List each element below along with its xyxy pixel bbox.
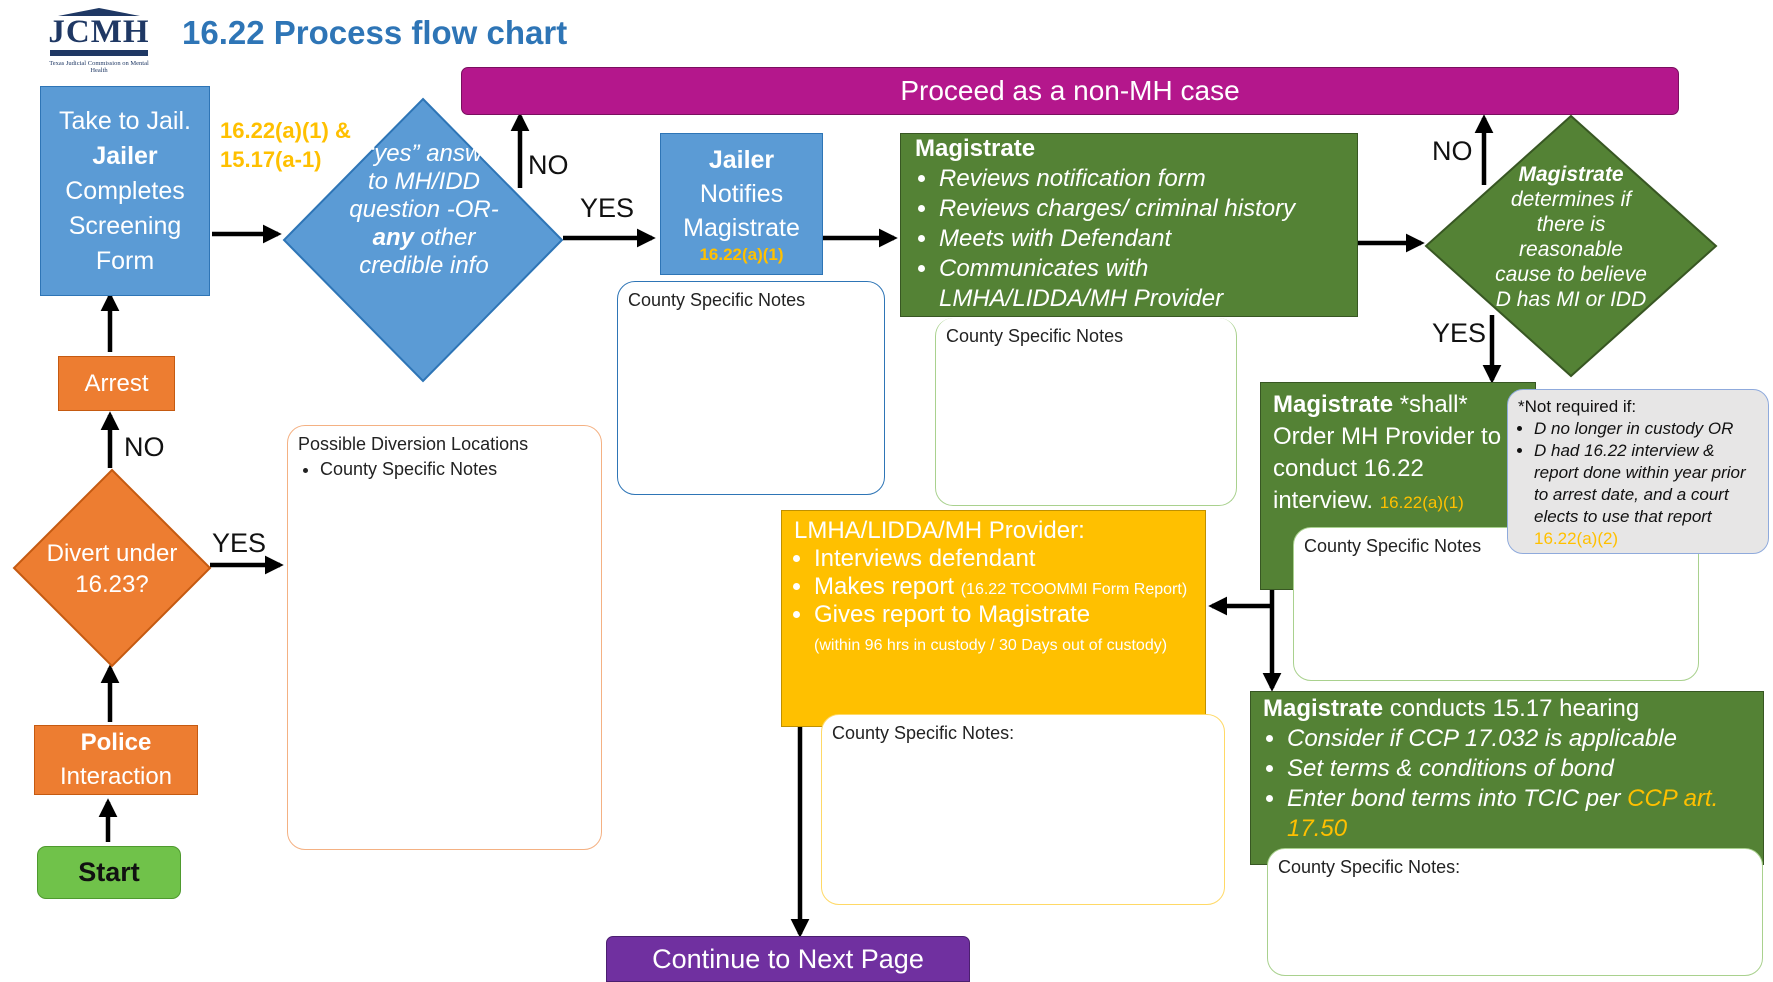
notify-line2: Notifies Magistrate [683,180,800,242]
question-line2: other credible info [359,224,489,279]
order-shall: *shall* [1399,391,1468,418]
provider-title: LMHA/LIDDA/MH Provider: [794,517,1085,544]
edge-label-no-determines: NO [1432,136,1473,166]
hearing-county-notes-label: County Specific Notes: [1278,857,1461,877]
jail-citation: 16.22(a)(1) & 15.17(a-1) [220,118,351,172]
hearing-item-1: Consider if CCP 17.032 is applicable [1287,724,1751,754]
order-county-notes-label: County Specific Notes [1304,536,1482,556]
police-label-bold: Police [80,729,152,756]
hearing-heading: Magistrate conducts 15.17 hearing [1263,694,1751,724]
provider-item-2-text: Makes report [814,573,955,600]
police-label: Interaction [59,763,173,790]
review-item-2: Reviews charges/ criminal history [939,194,1343,224]
mh-idd-question-label: A “yes” answer to MH/IDD question -OR- a… [333,140,515,280]
jcmh-logo-graphic [50,8,148,56]
question-any: any [372,224,414,251]
police-interaction-node: Police Interaction [34,725,198,795]
jail-screening-node: Take to Jail. Jailer Completes Screening… [40,86,210,296]
determines-rest: determines if there is reasonable cause … [1495,188,1647,311]
review-item-1: Reviews notification form [939,164,1343,194]
hearing-county-notes: County Specific Notes: [1267,848,1763,976]
diversion-notes-title: Possible Diversion Locations [298,434,529,454]
hearing-bold: Magistrate [1263,695,1384,722]
provider-county-notes-label: County Specific Notes: [832,723,1015,743]
start-label: Start [78,857,140,887]
provider-item-1: Interviews defendant [814,545,1193,573]
hearing-item-3-ref: CCP art. 17.50 [1287,785,1719,842]
arrest-node: Arrest [58,356,175,411]
logo-text: JCMH [48,14,150,50]
question-line1: A “yes” answer to MH/IDD question -OR- [344,140,504,223]
not-required-callout: *Not required if: D no longer in custody… [1507,389,1769,554]
provider-item-2-small: (16.22 TCOOMMI Form Report) [960,581,1188,598]
notify-line1: Jailer [708,146,775,174]
non-mh-case-banner: Proceed as a non-MH case [461,67,1679,115]
review-county-notes-label: County Specific Notes [946,326,1124,346]
magistrate-hearing-node: Magistrate conducts 15.17 hearing Consid… [1250,691,1764,865]
notify-citation: 16.22(a)(1) [699,245,784,264]
notify-county-notes-label: County Specific Notes [628,290,806,310]
not-required-item-1: D no longer in custody OR [1534,418,1758,440]
mh-idd-question-diamond [282,97,564,383]
hearing-item-2: Set terms & conditions of bond [1287,754,1751,784]
jail-line1: Take to Jail. [58,106,191,135]
order-citation: 16.22(a)(1) [1379,493,1464,512]
continue-label: Continue to Next Page [652,943,924,974]
determines-bold: Magistrate [1518,163,1624,186]
edge-label-no-arrest: NO [124,432,165,462]
order-bold: Magistrate [1273,391,1394,418]
review-item-4: Communicates with LMHA/LIDDA/MH Provider [939,254,1343,314]
hearing-item-3: Enter bond terms into TCIC per CCP art. … [1287,784,1751,844]
divert-label: Divert under 16.23? [46,540,178,598]
order-rest: Order MH Provider to conduct 16.22 inter… [1273,423,1502,514]
jail-line2: Jailer [92,141,158,170]
provider-item-2: Makes report (16.22 TCOOMMI Form Report) [814,573,1193,601]
hearing-item-3-text: Enter bond terms into TCIC per [1287,785,1621,812]
continue-next-page-node: Continue to Next Page [606,936,970,982]
edge-label-no-question: NO [528,150,569,180]
review-title: Magistrate [915,135,1036,162]
jail-line3: Completes Screening Form [65,176,185,275]
edge-label-yes-question: YES [580,193,635,223]
not-required-item-2: D had 16.22 interview & report done with… [1534,440,1758,550]
diversion-notes-box: Possible Diversion Locations County Spec… [287,425,602,850]
edge-label-yes-determines: YES [1432,318,1487,348]
arrest-label: Arrest [84,369,149,397]
not-required-item-2-text: D had 16.22 interview & report done with… [1534,441,1746,526]
start-node: Start [37,846,181,899]
diversion-notes-item: County Specific Notes [320,459,591,480]
jcmh-logo: JCMH Texas Judicial Commission on Mental… [40,6,158,78]
provider-item-3: Gives report to Magistrate (within 96 hr… [814,601,1193,657]
review-county-notes: County Specific Notes [935,318,1237,506]
magistrate-review-node: Magistrate Reviews notification form Rev… [900,133,1358,317]
notify-county-notes: County Specific Notes [617,281,885,495]
edge-label-yes-diversion: YES [212,528,267,558]
magistrate-determines-diamond [1424,114,1718,378]
page-title: 16.22 Process flow chart [182,14,568,51]
hearing-rest: conducts 15.17 hearing [1389,695,1640,722]
provider-item-3-text: Gives report to Magistrate [814,601,1091,628]
review-item-3: Meets with Defendant [939,224,1343,254]
provider-node: LMHA/LIDDA/MH Provider: Interviews defen… [781,510,1206,727]
not-required-citation: 16.22(a)(2) [1534,529,1619,548]
provider-county-notes: County Specific Notes: [821,714,1225,905]
divert-diamond [12,468,212,668]
not-required-title: *Not required if: [1518,397,1637,416]
provider-item-3-small: (within 96 hrs in custody / 30 Days out … [814,637,1168,654]
jailer-notifies-node: Jailer Notifies Magistrate 16.22(a)(1) [660,133,823,275]
magistrate-determines-label: Magistrate determines if there is reason… [1492,162,1650,312]
logo-subtext: Texas Judicial Commission on Mental Heal… [49,60,149,74]
non-mh-case-label: Proceed as a non-MH case [900,75,1240,106]
